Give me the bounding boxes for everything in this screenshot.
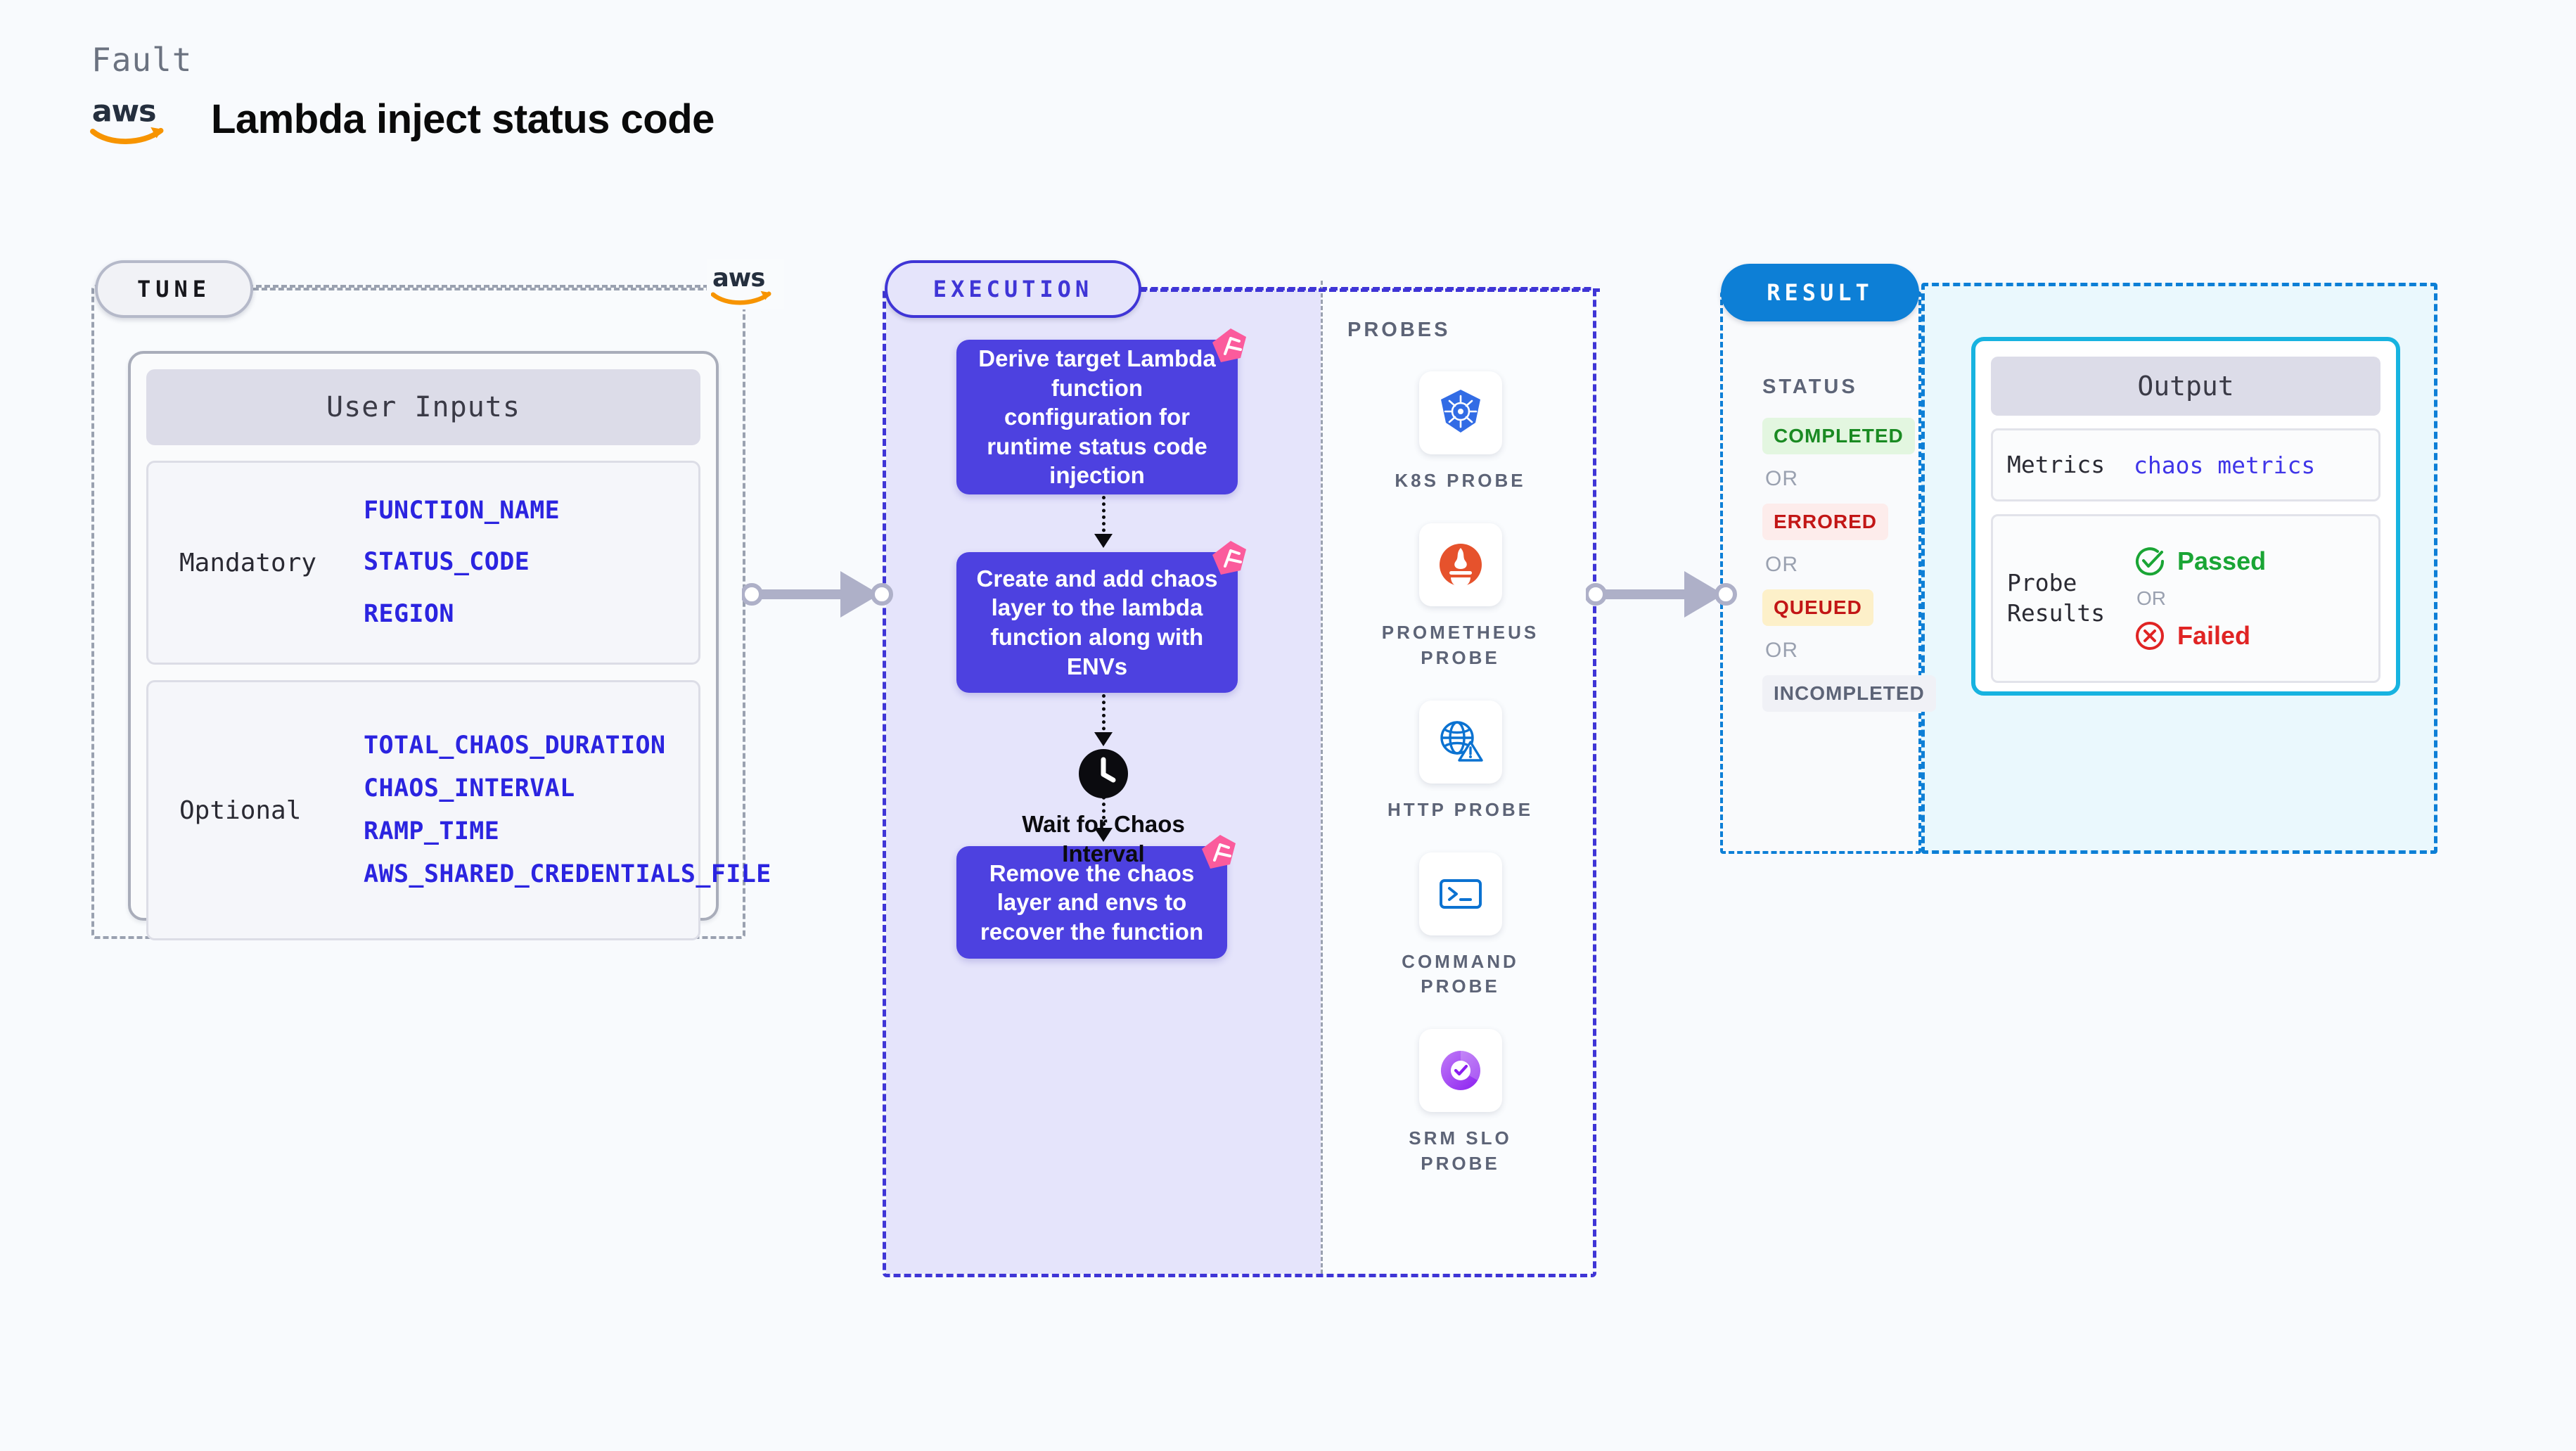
title-row: aws Lambda inject status code (90, 93, 715, 145)
result-output-area: Output Metrics chaos metrics Probe Resul… (1921, 283, 2437, 854)
execution-flow: Derive target Lambda function configurat… (886, 290, 1321, 1274)
optional-values: TOTAL_CHAOS_DURATION CHAOS_INTERVAL RAMP… (364, 731, 771, 889)
probe-command[interactable]: COMMAND PROBE (1321, 852, 1600, 1000)
prometheus-icon (1418, 523, 1502, 606)
globe-warning-icon (1418, 700, 1502, 784)
execution-step-3: Remove the chaos layer and envs to recov… (956, 835, 1236, 959)
status-queued-label: QUEUED (1762, 589, 1873, 626)
user-inputs-title: User Inputs (146, 369, 700, 445)
probes-title: PROBES (1347, 319, 1451, 341)
execution-chip: EXECUTION (885, 260, 1141, 318)
tune-chip-label: TUNE (136, 276, 212, 302)
status-list: COMPLETED OR ERRORED OR QUEUED OR INCOMP… (1762, 418, 1936, 712)
probes-column: PROBES (1321, 290, 1600, 1274)
output-title: Output (1991, 357, 2380, 416)
metrics-value: chaos metrics (2134, 451, 2316, 479)
execution-panel: Derive target Lambda function configurat… (883, 281, 1596, 1277)
srm-slo-icon (1418, 1029, 1502, 1113)
tune-aws-logo: aws (707, 259, 784, 309)
output-row-probe-results: Probe Results Passed OR (1991, 514, 2380, 683)
status-or-3: OR (1765, 639, 1798, 662)
execution-step-2: Create and add chaos layer to the lambda… (956, 541, 1246, 693)
status-badge-queued: QUEUED (1762, 589, 1917, 626)
probe-srm-slo[interactable]: SRM SLO PROBE (1321, 1029, 1600, 1177)
page-title: Lambda inject status code (211, 96, 715, 142)
status-title: STATUS (1762, 376, 1858, 398)
probe-http[interactable]: HTTP PROBE (1321, 700, 1600, 823)
connector-execution-to-result (1586, 563, 1737, 626)
probe-command-label: COMMAND PROBE (1402, 950, 1519, 997)
status-badge-completed: COMPLETED (1762, 418, 1917, 454)
fault-kicker: Fault (91, 41, 193, 79)
result-chip-label: RESULT (1767, 279, 1873, 306)
status-completed-label: COMPLETED (1762, 418, 1915, 454)
metrics-label: Metrics (2007, 450, 2106, 478)
probe-result-or: OR (2136, 587, 2166, 609)
probes-divider (1321, 281, 1323, 1274)
probe-k8s-label: K8S PROBE (1395, 470, 1526, 491)
optional-label: Optional (179, 795, 302, 825)
status-or-1: OR (1765, 467, 1798, 490)
kubernetes-icon (1418, 371, 1502, 454)
param-region: REGION (364, 599, 454, 628)
probe-http-label: HTTP PROBE (1387, 798, 1534, 820)
user-inputs-card: User Inputs Mandatory FUNCTION_NAME STAT… (128, 351, 771, 940)
output-card: Output Metrics chaos metrics Probe Resul… (1971, 337, 2400, 696)
svg-text:aws: aws (712, 264, 764, 293)
aws-logo: aws (90, 93, 174, 145)
chaos-flag-icon (1210, 326, 1249, 365)
chaos-flag-icon (1210, 538, 1249, 577)
execution-dashed-connector (1139, 288, 1600, 292)
status-incompleted-label: INCOMPLETED (1762, 675, 1936, 712)
param-total-chaos-duration: TOTAL_CHAOS_DURATION (364, 731, 666, 760)
probe-results-values: Passed OR Failed (2134, 545, 2266, 652)
check-circle-icon (2134, 545, 2166, 577)
page-header: Fault aws Lambda inject status code (90, 41, 715, 145)
output-row-metrics: Metrics chaos metrics (1991, 428, 2380, 501)
execution-step-2-text: Create and add chaos layer to the lambda… (976, 565, 1218, 679)
execution-chip-label: EXECUTION (933, 276, 1094, 302)
status-badge-errored: ERRORED (1762, 504, 1917, 540)
tune-chip: TUNE (95, 260, 253, 318)
param-status-code: STATUS_CODE (364, 548, 530, 577)
status-errored-label: ERRORED (1762, 504, 1889, 540)
execution-step-3-text: Remove the chaos layer and envs to recov… (980, 859, 1204, 945)
mandatory-label: Mandatory (179, 548, 317, 577)
wait-for-chaos-interval-node: Wait for Chaos Interval (886, 748, 1321, 869)
result-chip: RESULT (1721, 264, 1919, 321)
probe-k8s[interactable]: K8S PROBE (1321, 371, 1600, 494)
param-function-name: FUNCTION_NAME (364, 497, 560, 525)
param-chaos-interval: CHAOS_INTERVAL (364, 774, 575, 803)
result-status-area: STATUS COMPLETED OR ERRORED OR QUEUED OR… (1720, 291, 1936, 854)
probe-result-failed: Failed (2134, 620, 2266, 652)
status-badge-incompleted: INCOMPLETED (1762, 675, 1936, 712)
svg-text:aws: aws (92, 94, 156, 129)
status-or-2: OR (1765, 553, 1798, 576)
failed-label: Failed (2177, 621, 2251, 650)
param-aws-shared-credentials-file: AWS_SHARED_CREDENTIALS_FILE (364, 860, 771, 889)
probe-prometheus[interactable]: PROMETHEUS PROBE (1321, 523, 1600, 671)
clock-icon (1077, 748, 1129, 800)
x-circle-icon (2134, 620, 2166, 652)
probe-prometheus-label: PROMETHEUS PROBE (1381, 621, 1539, 668)
mandatory-values: FUNCTION_NAME STATUS_CODE REGION (364, 497, 560, 628)
execution-step-1: Derive target Lambda function configurat… (956, 328, 1246, 494)
wait-label: Wait for Chaos Interval (1022, 811, 1185, 867)
terminal-icon (1418, 852, 1502, 935)
probe-srm-slo-label: SRM SLO PROBE (1409, 1127, 1512, 1175)
result-panel: Output Metrics chaos metrics Probe Resul… (1720, 283, 2437, 854)
passed-label: Passed (2177, 546, 2267, 575)
connector-tune-to-execution (742, 563, 893, 626)
optional-param-group: Optional TOTAL_CHAOS_DURATION CHAOS_INTE… (146, 680, 771, 940)
mandatory-param-group: Mandatory FUNCTION_NAME STATUS_CODE REGI… (146, 461, 700, 665)
tune-dashed-connector (253, 288, 745, 290)
tune-panel: User Inputs Mandatory FUNCTION_NAME STAT… (91, 285, 771, 940)
param-ramp-time: RAMP_TIME (364, 817, 500, 845)
probe-result-passed: Passed (2134, 545, 2266, 577)
execution-step-1-text: Derive target Lambda function configurat… (978, 345, 1216, 489)
chaos-flag-icon (1199, 832, 1238, 871)
probe-results-label: Probe Results (2007, 569, 2106, 627)
